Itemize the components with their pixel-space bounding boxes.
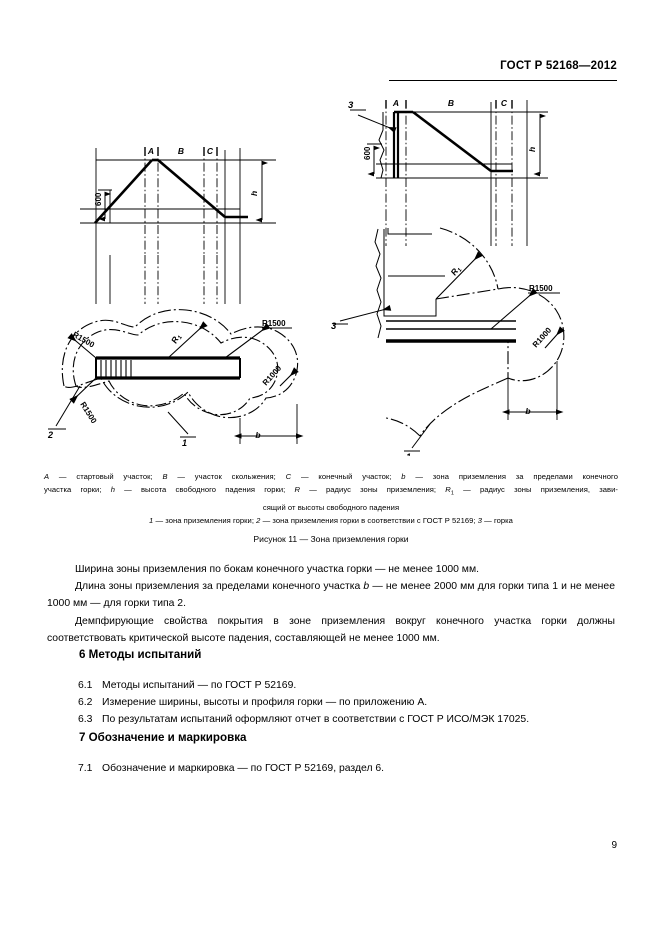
body-text: Ширина зоны приземления по бокам конечно… [47, 561, 615, 647]
page-header-standard-code: ГОСТ Р 52168—2012 [500, 60, 617, 72]
section-6-items: 6.1 Методы испытаний — по ГОСТ Р 52169. 6… [78, 677, 618, 729]
figure-label-section-a-right: A [392, 98, 399, 108]
figure-radius-r1500-left-right: R1500 [262, 319, 286, 328]
caption-line-1: A — стартовый участок; B — участок сколь… [44, 472, 618, 481]
item-number: 6.1 [78, 680, 93, 691]
figure-radius-r1-right: R1 [448, 264, 463, 278]
figure-callout-3-top: 3 [348, 100, 354, 111]
figure-label-section-b: B [178, 146, 184, 156]
figure-radius-r1500-right: R1500 [529, 284, 553, 293]
list-item: 6.3 По результатам испытаний оформляют от… [78, 711, 618, 728]
heading-section-7: 7 Обозначение и маркировка [79, 731, 247, 744]
figure-callout-2-left: 2 [47, 430, 53, 440]
heading-section-6: 6 Методы испытаний [79, 648, 202, 661]
item-text: Измерение ширины, высоты и профиля горки… [102, 697, 428, 709]
paragraph-landing-zone-width: Ширина зоны приземления по бокам конечно… [75, 564, 479, 575]
list-item: 6.1 Методы испытаний — по ГОСТ Р 52169. [78, 677, 618, 694]
figure-radius-r1000-left: R1000 [261, 363, 284, 387]
figure-caption: A — стартовый участок; B — участок сколь… [44, 470, 618, 528]
list-item: 7.1 Обозначение и маркировка — по ГОСТ Р … [78, 760, 618, 777]
caption-line-4: 1 — зона приземления горки; 2 — зона при… [149, 516, 513, 526]
figure-dim-600-right: 600 [363, 146, 372, 160]
item-text: Методы испытаний — по ГОСТ Р 52169. [102, 680, 297, 691]
section-7-items: 7.1 Обозначение и маркировка — по ГОСТ Р … [78, 760, 618, 777]
figure-dim-h-right: h [527, 147, 537, 152]
figure-dim-b-left: b [255, 430, 260, 440]
item-number: 7.1 [78, 763, 93, 774]
figure-callout-3-plan: 3 [331, 321, 337, 332]
figure-callout-1-right: 1 [406, 452, 411, 456]
figure-dim-h-left: h [249, 191, 259, 196]
caption-line-3: сящий от высоты свободного падения [262, 503, 400, 513]
paragraph-damping-properties: Демпфирующие свойства покрытия в зоне пр… [47, 615, 615, 644]
item-number: 6.3 [78, 714, 93, 726]
figure-dim-600-left: 600 [94, 192, 103, 206]
paragraph-landing-zone-length: Длина зоны приземления за пределами коне… [47, 581, 615, 610]
figure-label-section-b-right: B [448, 98, 454, 108]
figure-11-landing-zone: A B C 600 h R1500 R1500 R1500 R1000 R1 b… [0, 86, 661, 456]
figure-radius-r1000-right: R1000 [531, 325, 554, 349]
list-item: 6.2 Измерение ширины, высоты и профиля го… [78, 694, 618, 711]
figure-callout-1-left: 1 [182, 438, 187, 448]
figure-label-section-c-right: C [501, 98, 508, 108]
figure-radius-r1-left: R1 [169, 332, 184, 346]
figure-radius-r1500-left-upper: R1500 [71, 330, 96, 350]
item-text: Обозначение и маркировка — по ГОСТ Р 521… [102, 763, 385, 774]
figure-dim-b-right: b [525, 406, 530, 416]
item-text: По результатам испытаний оформляют отчет… [102, 714, 530, 726]
figure-radius-r1500-left-lower: R1500 [78, 400, 98, 425]
header-rule [389, 80, 617, 81]
figure-label-section-c: C [207, 146, 214, 156]
item-number: 6.2 [78, 697, 93, 709]
figure-title: Рисунок 11 — Зона приземления горки [253, 534, 409, 544]
page-number: 9 [611, 840, 617, 851]
figure-label-section-a: A [147, 146, 154, 156]
caption-line-2: участка горки; h — высота свободного пад… [44, 485, 618, 497]
